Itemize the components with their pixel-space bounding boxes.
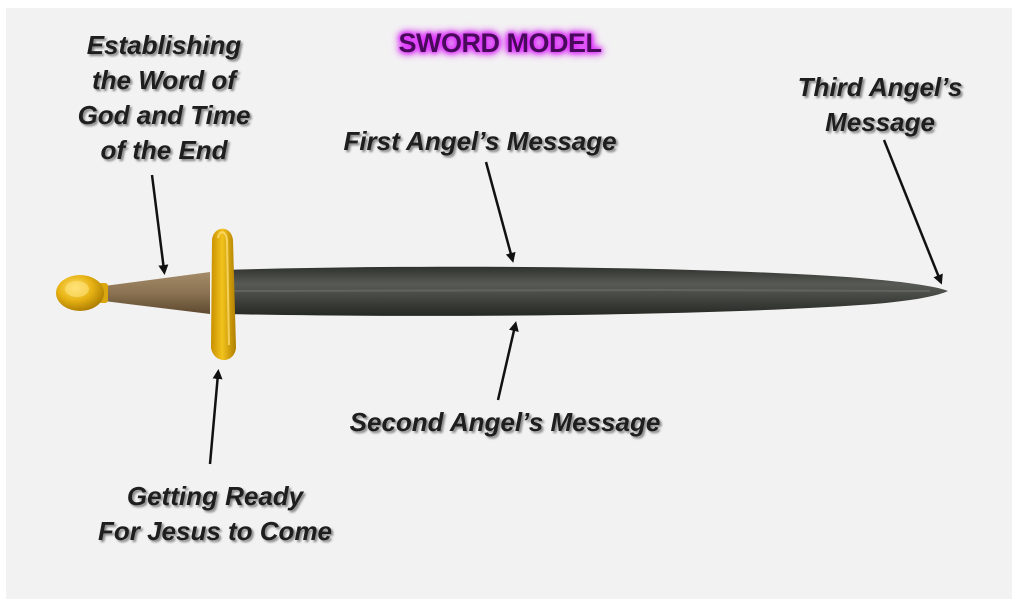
arrow-establishing — [152, 175, 164, 270]
label-establishing: Establishing the Word of God and Time of… — [44, 28, 284, 168]
arrow-first-angel — [486, 162, 512, 258]
arrow-getting-ready — [210, 374, 218, 464]
arrow-second-angel — [498, 326, 515, 400]
grip — [104, 272, 210, 314]
label-getting-ready: Getting Ready For Jesus to Come — [60, 479, 370, 549]
arrow-third-angel — [884, 140, 940, 280]
label-second-angel: Second Angel’s Message — [300, 405, 710, 440]
crossguard — [211, 229, 236, 360]
blade-fuller — [232, 290, 930, 291]
label-first-angel: First Angel’s Message — [300, 124, 660, 159]
diagram-title: SWORD MODEL — [360, 28, 640, 59]
label-third-angel: Third Angel’s Message — [760, 70, 1000, 140]
